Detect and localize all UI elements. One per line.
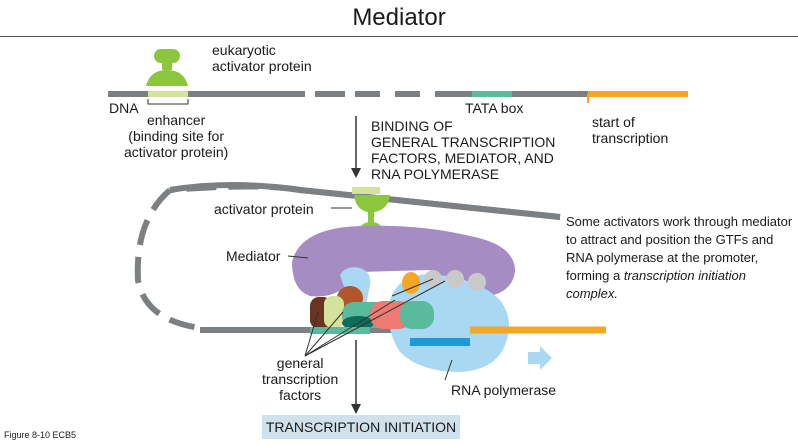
enhancer-region-loop	[352, 187, 380, 194]
tata-box-loop	[310, 327, 370, 334]
leader-lines	[287, 207, 453, 381]
figure-label: Figure 8-10 ECB5	[4, 430, 77, 440]
rna-polymerase-label: RNA polymerase	[451, 382, 557, 398]
activator-protein-icon-top	[146, 49, 188, 86]
caption: Some activators work through mediator to…	[566, 214, 793, 301]
transcription-initiation-box: TRANSCRIPTION INITIATION	[262, 415, 460, 439]
rna-polymerase	[388, 274, 509, 372]
binding-step-label: BINDING OF GENERAL TRANSCRIPTION FACTORS…	[371, 118, 556, 182]
enhancer-label: enhancer (binding site for activator pro…	[124, 112, 229, 160]
tata-box-region	[472, 91, 512, 97]
mediator-label: Mediator	[226, 248, 281, 264]
slide-title: Mediator	[352, 4, 446, 31]
eukaryotic-activator-label: eukaryotic activator protein	[212, 42, 312, 74]
tata-box-label: TATA box	[465, 100, 524, 116]
direction-arrow-icon	[528, 346, 552, 370]
start-of-transcription-label: start of transcription	[592, 114, 669, 146]
dna-label: DNA	[109, 100, 139, 116]
activator-protein-label: activator protein	[214, 201, 314, 217]
process-arrow	[351, 116, 361, 178]
title-divider	[0, 36, 798, 37]
initiation-arrow	[351, 340, 361, 414]
enhancer-region	[148, 91, 188, 97]
enhancer-bracket	[147, 99, 189, 105]
gtf-label: general transcription factors	[262, 355, 339, 403]
